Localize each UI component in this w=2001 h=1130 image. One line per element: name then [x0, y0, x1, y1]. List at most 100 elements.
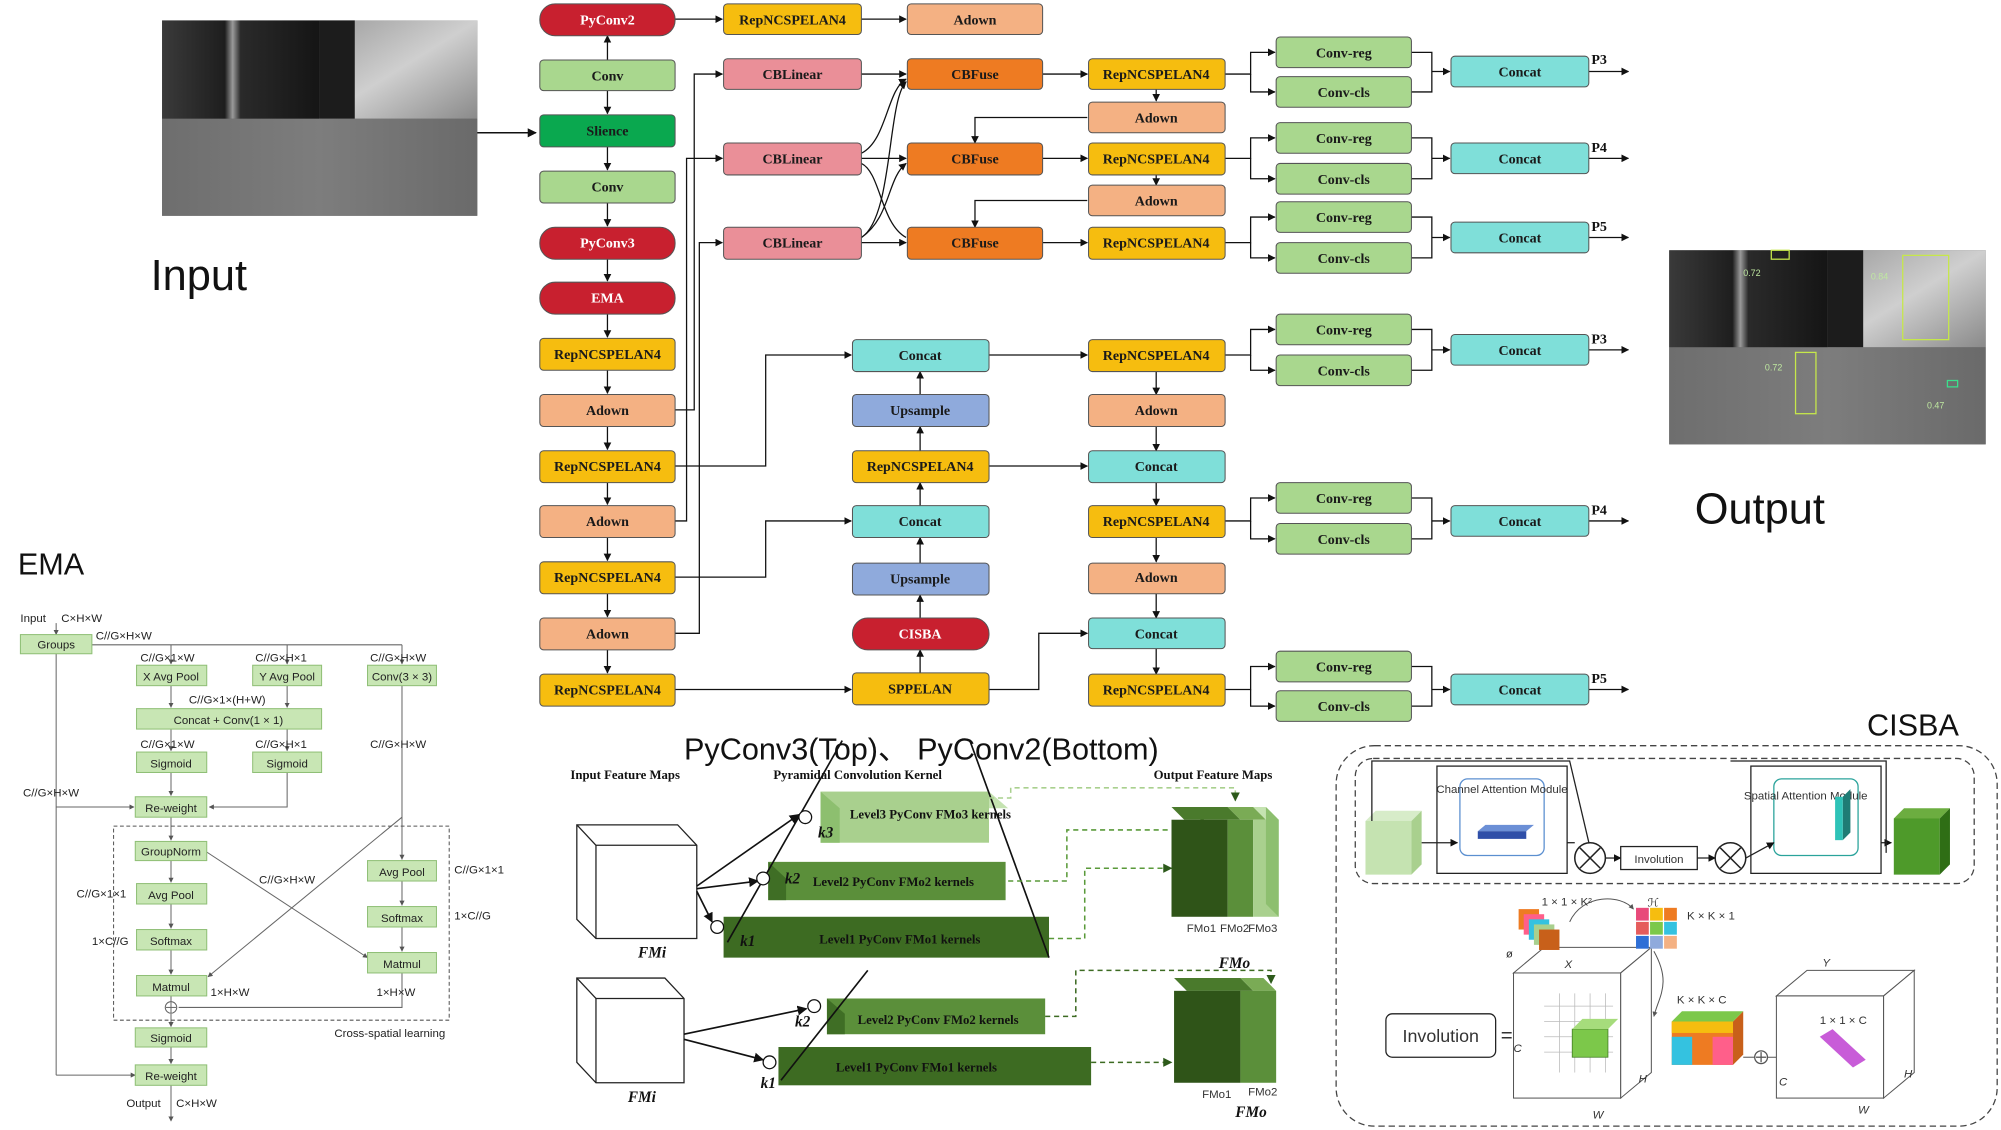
head-reg-label: Conv-reg — [1316, 660, 1372, 676]
head-aux-p5: Conv-reg Conv-cls Concat P5 — [1275, 201, 1607, 274]
block-label: Concat — [899, 348, 942, 364]
block-repncspelan4: RepNCSPELAN4 — [539, 337, 676, 371]
block-label: Concat — [1135, 459, 1178, 475]
head-concat-label: Concat — [1498, 683, 1541, 699]
head-cls-label: Conv-cls — [1318, 251, 1371, 267]
block-adown: Adown — [1088, 184, 1226, 217]
fm-o-label: FMo — [1234, 1104, 1267, 1121]
block-concat: Concat — [851, 505, 990, 539]
block-repncspelan4: RepNCSPELAN4 — [723, 3, 862, 35]
fm-part-label: FMo1 — [1202, 1089, 1231, 1101]
detection-box — [1946, 379, 1959, 388]
block-label: Upsample — [890, 403, 950, 419]
ema-box-avgpool: Avg Pool — [367, 860, 437, 882]
detection-box — [1902, 254, 1950, 341]
ema-box-matmul: Matmul — [367, 952, 437, 974]
level-label: Level1 PyConv FMo1 kernels — [836, 1060, 997, 1074]
block-adown: Adown — [539, 617, 676, 651]
dim-label: 1 × 1 × K² — [1542, 896, 1593, 908]
ema-dim-label: C//G×H×W — [259, 875, 315, 887]
detection-score: 0.47 — [1927, 401, 1944, 411]
block-cbfuse: CBFuse — [906, 58, 1044, 90]
ema-box-label: Re-weight — [145, 803, 197, 815]
block-adown: Adown — [1088, 562, 1226, 595]
dim-label: K × K × 1 — [1687, 910, 1735, 922]
ema-box-label: Avg Pool — [379, 867, 425, 879]
fm-i-label: FMi — [637, 945, 667, 962]
ema-box-label: Matmul — [152, 982, 190, 994]
block-label: Adown — [1135, 403, 1178, 419]
block-label: Conv — [591, 68, 624, 84]
kernel-level3: Level3 PyConv FMo3 kernels — [820, 791, 1011, 843]
ema-dim-label: C//G×1×(H+W) — [189, 695, 266, 707]
output-feature-map-top — [1171, 806, 1279, 917]
ema-dim-label: 1×C//G — [454, 910, 491, 922]
k-label: k3 — [818, 825, 834, 842]
ema-box-xpool: X Avg Pool — [136, 664, 208, 687]
ema-dim-label: C//G×H×W — [96, 631, 152, 643]
block-sppelan: SPPELAN — [851, 672, 990, 706]
axis-label: W — [1593, 1110, 1605, 1122]
head-output-label: P4 — [1591, 140, 1607, 156]
block-repncspelan4: RepNCSPELAN4 — [1088, 339, 1226, 373]
dim-label: K × K × C — [1677, 995, 1727, 1007]
ema-box-ypool: Y Avg Pool — [252, 664, 323, 687]
head-output-label: P3 — [1591, 331, 1607, 347]
head-output-label: P4 — [1591, 503, 1607, 519]
pyconv-title: PyConv3(Top)、 PyConv2(Bottom) — [684, 733, 1159, 767]
block-label: Adown — [1135, 111, 1178, 127]
head-cls-label: Conv-cls — [1318, 363, 1371, 379]
multiply-icon — [1574, 841, 1607, 875]
output-feature-map-bottom — [1174, 978, 1277, 1083]
block-repncspelan4: RepNCSPELAN4 — [851, 450, 990, 484]
ema-dim-label: C//G×1×W — [140, 652, 194, 664]
level-label: Level3 PyConv FMo3 kernels — [850, 807, 1011, 821]
block-adown: Adown — [906, 3, 1044, 35]
ema-box-matmul: Matmul — [136, 974, 208, 997]
k-label: k2 — [785, 871, 801, 888]
head-cls-label: Conv-cls — [1318, 85, 1371, 101]
involution-label: Involution — [1634, 854, 1683, 866]
axis-label: H — [1904, 1069, 1913, 1081]
cisba-output-cube — [1893, 808, 1950, 875]
block-repncspelan4: RepNCSPELAN4 — [1088, 58, 1226, 90]
output-image: 0.72 0.84 0.72 0.47 — [1669, 249, 1986, 445]
block-label: RepNCSPELAN4 — [1103, 236, 1210, 252]
block-pyconv2: PyConv2 — [539, 3, 676, 37]
head-aux-p3: Conv-reg Conv-cls Concat P3 — [1275, 36, 1607, 108]
pyconv-input-title: Input Feature Maps — [570, 768, 680, 782]
block-label: EMA — [591, 291, 625, 307]
block-conv: Conv — [539, 170, 676, 204]
head-concat-label: Concat — [1498, 343, 1541, 359]
ema-box-label: Sigmoid — [266, 758, 307, 770]
head-neck-p3: Conv-reg Conv-cls Concat P3 — [1275, 313, 1607, 387]
block-label: Adown — [586, 626, 629, 642]
head-concat-label: Concat — [1498, 231, 1541, 247]
head-output-label: P5 — [1591, 671, 1607, 687]
block-label: Upsample — [890, 572, 950, 588]
ema-box-label: Matmul — [383, 959, 421, 971]
cisba-input-cube — [1365, 810, 1422, 875]
ema-output-label: Output — [126, 1098, 161, 1110]
block-repncspelan4: RepNCSPELAN4 — [539, 450, 676, 484]
ema-dim-label: C//G×H×W — [23, 788, 79, 800]
level-label: Level2 PyConv FMo2 kernels — [858, 1013, 1019, 1027]
block-repncspelan4: RepNCSPELAN4 — [1088, 142, 1226, 176]
block-cbfuse: CBFuse — [906, 142, 1044, 176]
dim-label: 1 × 1 × C — [1820, 1015, 1867, 1027]
head-cls-label: Conv-cls — [1318, 532, 1371, 548]
detection-score: 0.84 — [1871, 272, 1888, 282]
ema-box-sigmoid: Sigmoid — [136, 751, 208, 773]
ema-box-label: Y Avg Pool — [259, 672, 315, 684]
block-label: RepNCSPELAN4 — [739, 12, 846, 28]
block-adown: Adown — [1088, 101, 1226, 134]
block-label: RepNCSPELAN4 — [1103, 348, 1210, 364]
axis-label: H — [1639, 1074, 1648, 1086]
ema-dim-label: C//G×H×W — [370, 739, 426, 751]
block-pyconv3: PyConv3 — [539, 226, 676, 260]
block-label: Adown — [954, 12, 997, 28]
ema-title: EMA — [18, 548, 85, 582]
block-cblinear: CBLinear — [723, 226, 862, 260]
block-label: RepNCSPELAN4 — [1103, 67, 1210, 83]
